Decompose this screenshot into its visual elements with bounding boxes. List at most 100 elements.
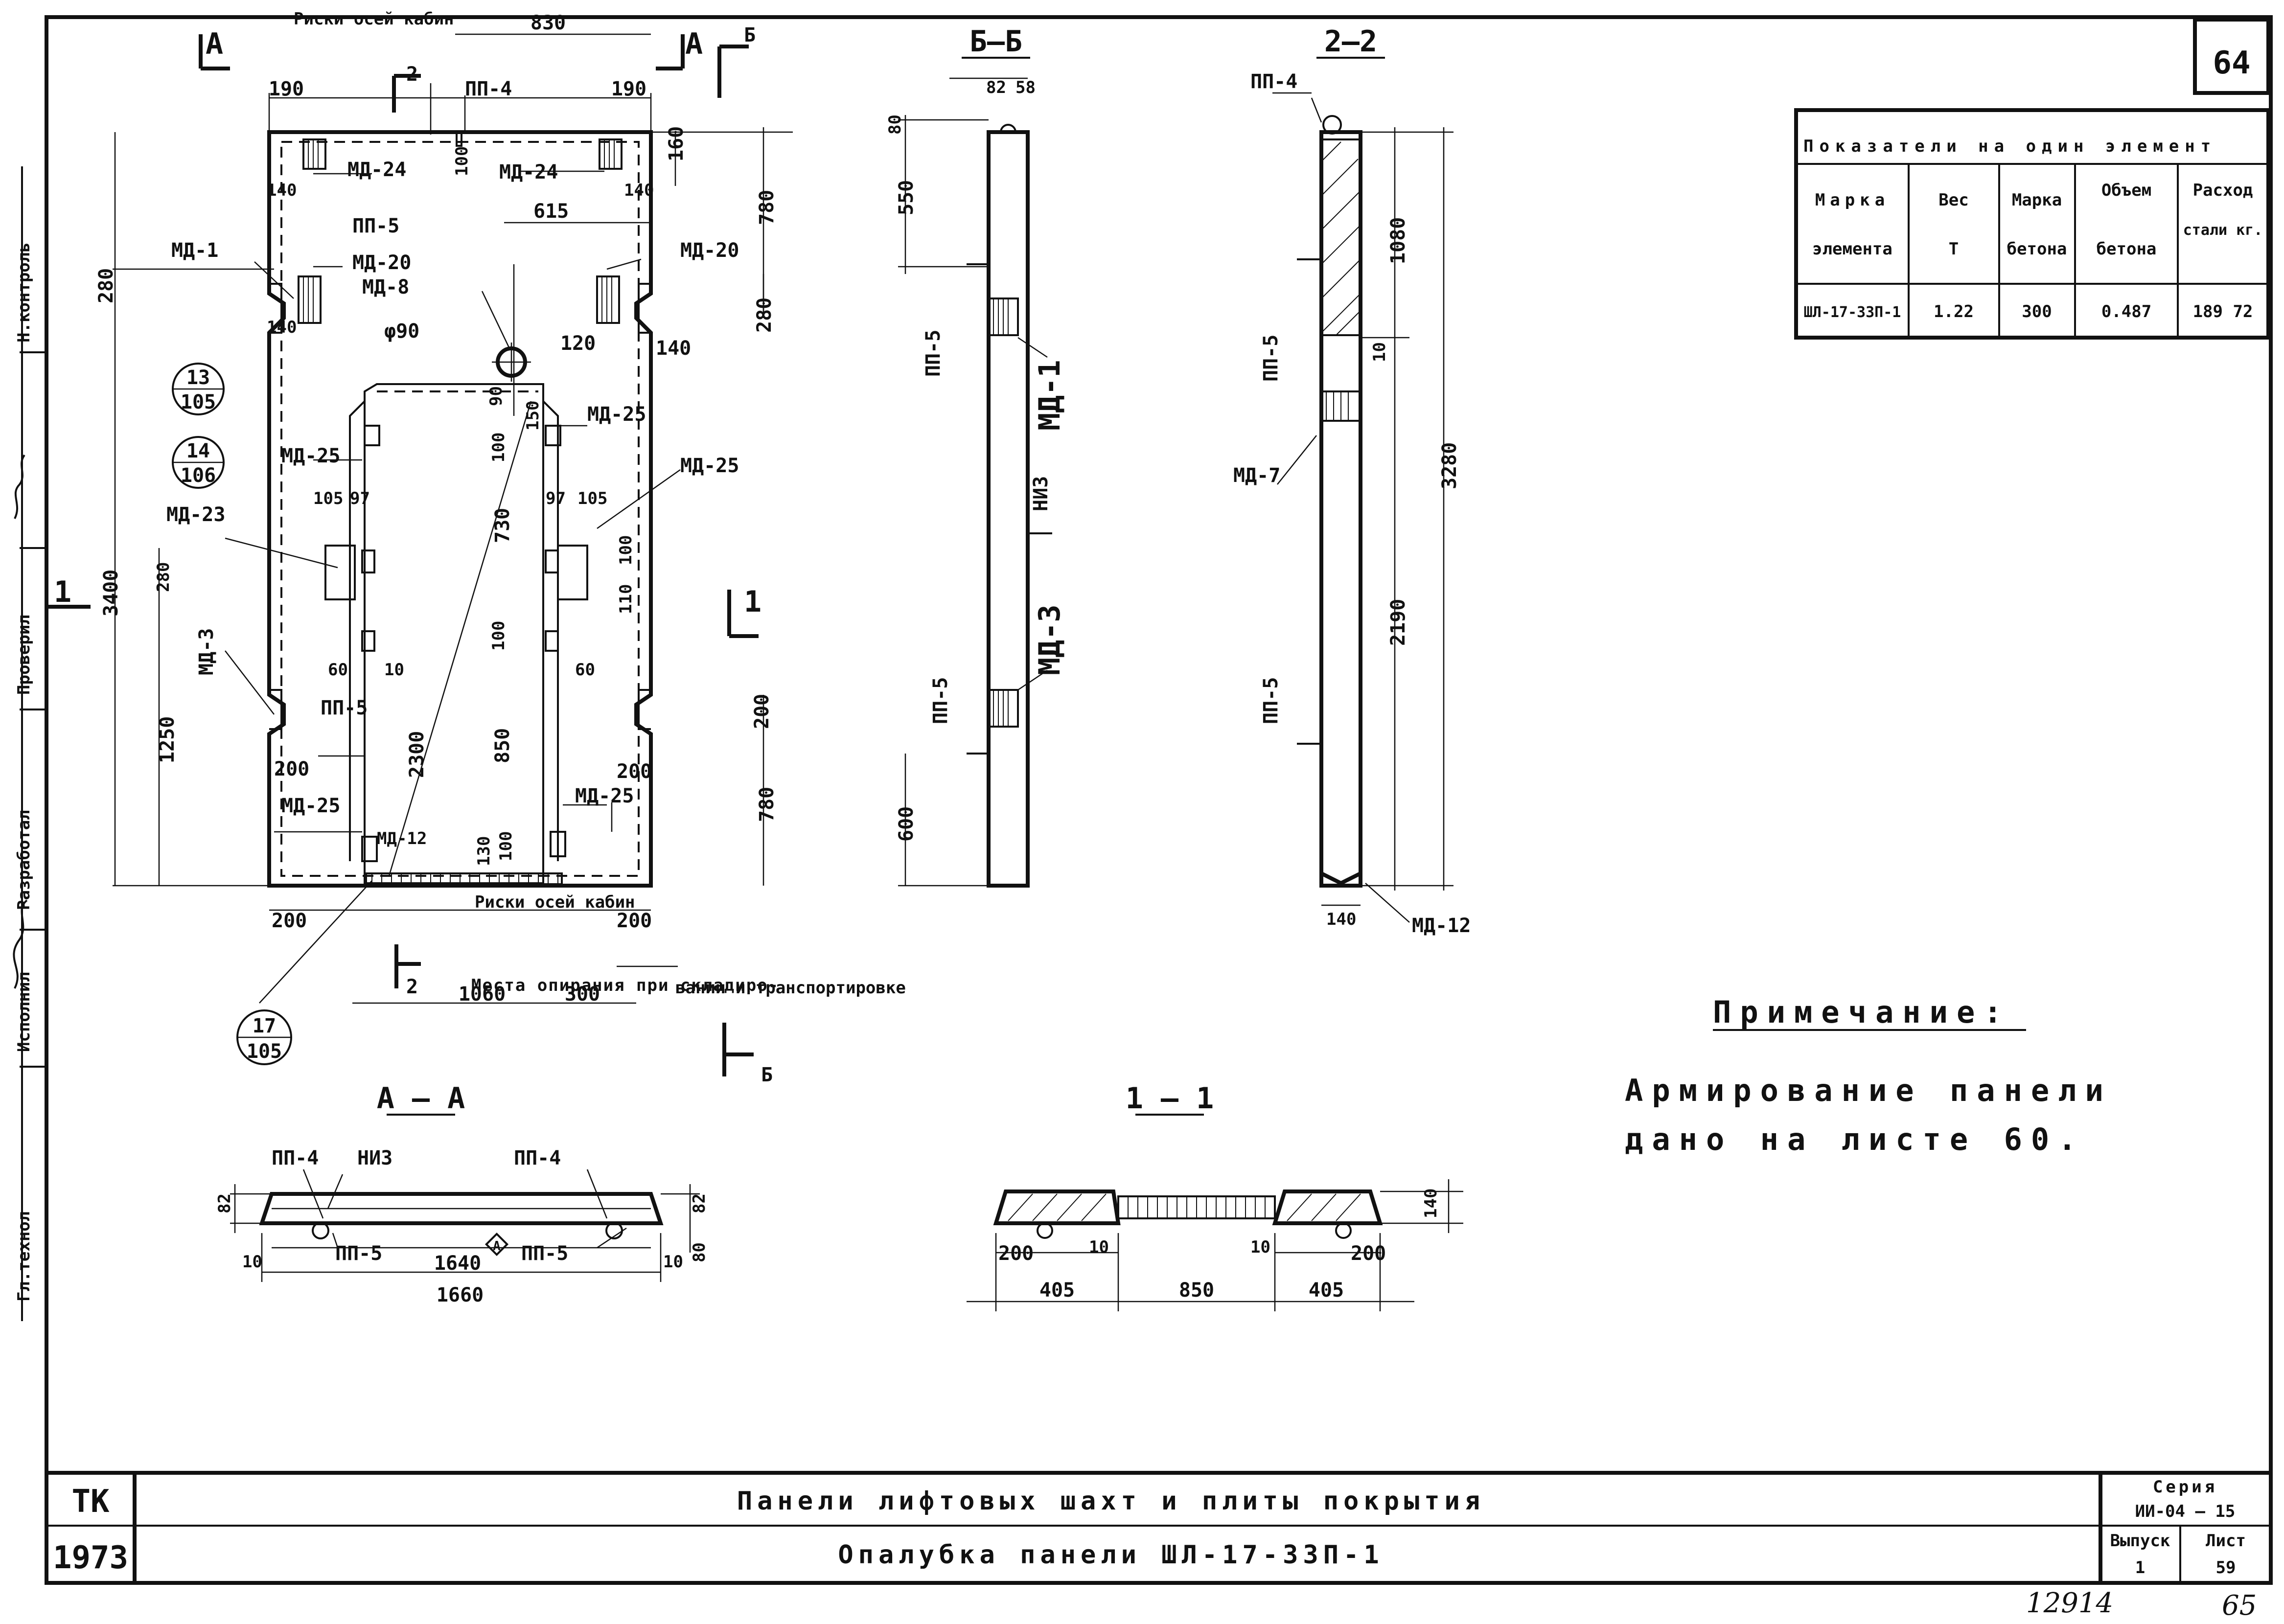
section-mark-1-left: 1 (54, 575, 71, 609)
list-value: 59 (2216, 1558, 2236, 1578)
dim-780b: 780 (756, 787, 778, 822)
dim-200c: 200 (617, 760, 652, 783)
s11-dim-10b: 10 (1250, 1237, 1270, 1257)
table-h4-l1: Объем (2101, 181, 2151, 200)
label-pp5a: ПП-5 (352, 215, 399, 237)
dim-100b: 100 (489, 433, 508, 462)
dim-850: 850 (491, 728, 514, 763)
panel-plan: Риски осей кабин Места опирания при скла… (46, 9, 906, 1086)
dim-140a: 140 (267, 181, 297, 200)
table-h5-l2: стали кг. (2183, 222, 2263, 239)
s22-label-pp5a: ПП-5 (1260, 335, 1282, 382)
section-mark-b-bottom: Б (761, 1064, 773, 1086)
bb-dim-58: 58 (1015, 78, 1036, 97)
dim-140c: 140 (267, 318, 297, 337)
side-stamp-row-1: Гл.технол (14, 1212, 34, 1302)
dim-3400: 3400 (100, 570, 122, 617)
section-mark-2-top: 2 (406, 63, 418, 86)
label-md20b: МД-20 (680, 239, 739, 262)
dim-615: 615 (533, 200, 569, 223)
label-md25e: МД-25 (575, 785, 634, 807)
sheet-number-top: 64 (2213, 45, 2250, 81)
section-mark-b-top: Б (744, 24, 756, 46)
s11-dim-200a: 200 (998, 1242, 1034, 1265)
label-md20a: МД-20 (352, 252, 411, 274)
s22-dim-10: 10 (1370, 342, 1389, 362)
note-line-2: дано на листе 60. (1625, 1121, 2085, 1157)
section-aa: А — А ПП-4 НИЗ ПП-4 ПП-5 ПП-5 А 82 82 80… (215, 1081, 709, 1306)
signature-mark-2 (14, 454, 25, 519)
s22-dim-3280: 3280 (1438, 442, 1461, 489)
page-corner-number: 65 (2222, 1590, 2257, 1622)
dim-200b: 200 (751, 694, 773, 729)
dim-200d: 200 (272, 910, 307, 932)
dim-110: 110 (616, 584, 636, 614)
s11-dim-140: 140 (1421, 1189, 1441, 1218)
s11-dim-850: 850 (1179, 1279, 1214, 1302)
dim-190a: 190 (269, 78, 304, 100)
dim-190b: 190 (611, 78, 646, 100)
note-title: Примечание: (1713, 994, 2011, 1030)
table-h1-l1: Марка (1815, 190, 1890, 210)
dim-60a: 60 (328, 660, 348, 680)
stamp-year: 1973 (53, 1540, 128, 1576)
circle-17: 17 (253, 1015, 276, 1037)
section-bb-title: Б—Б (969, 24, 1022, 59)
section-mark-a-right: А (685, 27, 703, 61)
s22-dim-1080: 1080 (1387, 217, 1409, 264)
series-label: Серия (2153, 1477, 2217, 1497)
aa-dim-10b: 10 (663, 1252, 683, 1272)
bb-label-niz: НИЗ (1030, 476, 1052, 511)
table-h1-l2: элемента (1812, 239, 1892, 259)
dim-97a: 97 (350, 489, 370, 508)
bb-dim-600: 600 (895, 806, 918, 842)
bb-dim-550: 550 (895, 180, 918, 215)
dim-280a: 280 (95, 268, 117, 303)
table-cell-concrete-volume: 0.487 (2101, 302, 2151, 321)
table-cell-concrete-grade: 300 (2022, 302, 2052, 321)
plan-riski-top: Риски осей кабин (294, 9, 454, 29)
dim-2300: 2300 (406, 731, 428, 778)
table-h2-l2: Т (1949, 239, 1959, 259)
s22-label-md12: МД-12 (1412, 915, 1471, 937)
table-cell-weight: 1.22 (1934, 302, 1974, 321)
dim-100e: 100 (496, 831, 516, 861)
label-md12: МД-12 (377, 829, 427, 848)
aa-dim-1660: 1660 (437, 1284, 484, 1306)
aa-label-niz: НИЗ (357, 1147, 392, 1169)
section-11-title: 1 — 1 (1126, 1081, 1214, 1116)
dim-97b: 97 (546, 489, 566, 508)
dim-200a: 200 (274, 758, 309, 780)
label-md3: МД-3 (195, 628, 218, 675)
s22-label-md7: МД-7 (1233, 464, 1280, 487)
bb-label-md1: МД-1 (1033, 360, 1067, 431)
circle-14: 14 (186, 440, 210, 462)
aa-dim-82b: 82 (690, 1193, 709, 1213)
section-mark-1-right: 1 (744, 585, 761, 619)
section-11: 1 — 1 200 (967, 1081, 1463, 1311)
dim-140b: 140 (624, 181, 654, 200)
label-pp5b: ПП-5 (321, 697, 368, 719)
aa-dim-80: 80 (690, 1242, 709, 1262)
s22-dim-2190: 2190 (1387, 599, 1409, 646)
table-cell-mark: ШЛ-17-33П-1 (1804, 304, 1901, 321)
circle-13: 13 (186, 366, 210, 389)
s11-dim-405b: 405 (1309, 1279, 1344, 1302)
table-h4-l2: бетона (2097, 239, 2157, 259)
side-stamp-row-4: Проверил (14, 615, 34, 695)
s22-label-pp5b: ПП-5 (1260, 677, 1282, 724)
dim-100a: 100 (452, 146, 472, 176)
label-phi90: φ90 (384, 320, 419, 343)
label-md25a: МД-25 (587, 403, 646, 426)
title-block: ТК 1973 Панели лифтовых шахт и плиты пок… (53, 1477, 2246, 1578)
label-md24b: МД-24 (499, 161, 558, 183)
label-md1: МД-1 (171, 239, 218, 262)
title-line-1: Панели лифтовых шахт и плиты покрытия (737, 1487, 1485, 1516)
section-aa-title: А — А (377, 1081, 465, 1116)
bb-dim-82: 82 (986, 78, 1006, 97)
label-md25c: МД-25 (680, 455, 739, 477)
label-md24a: МД-24 (347, 159, 406, 181)
section-22-title: 2—2 (1324, 24, 1377, 59)
table-title: Показатели на один элемент (1803, 137, 2216, 156)
signature-mark (13, 899, 28, 989)
